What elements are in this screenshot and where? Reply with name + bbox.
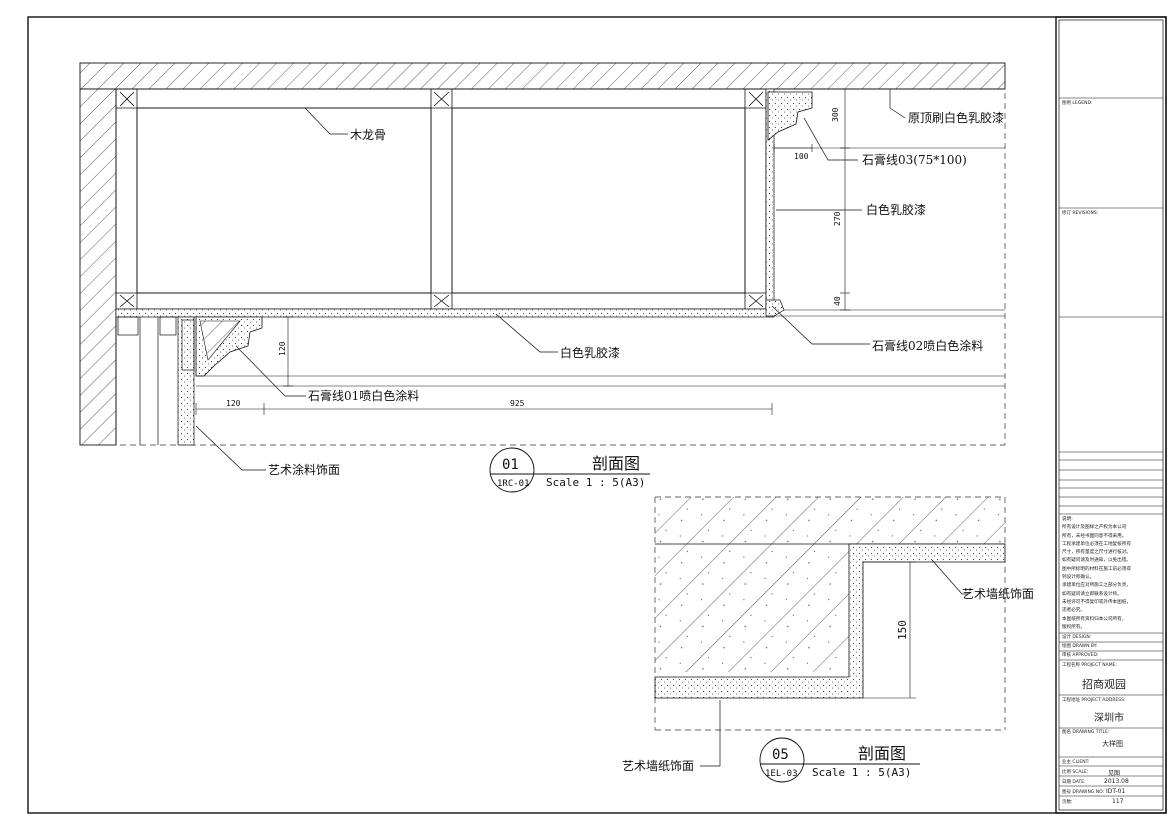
revisions-label: 修订 REVISIONS: bbox=[1062, 211, 1099, 216]
dim-100: 100 bbox=[794, 152, 809, 161]
detail-01-scale: Scale 1 : 5(A3) bbox=[546, 476, 645, 489]
dim-300: 300 bbox=[831, 107, 840, 122]
note-line: 图中所标明的材料在施工前必须得 bbox=[1062, 566, 1131, 572]
label-plaster01: 石膏线01喷白色涂料 bbox=[308, 388, 419, 403]
approved-label: 审核 APPROVED: bbox=[1062, 653, 1099, 658]
label-ceiling-paint: 原顶刷白色乳胶漆 bbox=[908, 110, 1004, 125]
plaster-cornice-03 bbox=[767, 91, 813, 141]
left-wall bbox=[79, 88, 117, 446]
date-label: 日期 DATE: bbox=[1062, 780, 1086, 785]
design-label: 设计 DESIGN: bbox=[1062, 635, 1092, 640]
page-value: 117 bbox=[1112, 798, 1124, 805]
label-plaster02: 石膏线02喷白色涂料 bbox=[872, 338, 983, 353]
wood-keel-frame bbox=[115, 88, 767, 310]
note-line: 违者必究。 bbox=[1062, 608, 1085, 614]
notes-block: 说明: 所有设计及图样之产权为本公司 所有，未经书面同意不得采用。 工程承建单位… bbox=[1062, 516, 1161, 632]
project-name-label: 工程名称 PROJECT NAME: bbox=[1062, 663, 1117, 668]
label-wallpaper-left: 艺术墙纸饰面 bbox=[622, 759, 694, 773]
drawing-no-value: IDT-01 bbox=[1106, 788, 1126, 795]
dim-270: 270 bbox=[833, 211, 842, 226]
dim-925: 925 bbox=[510, 399, 525, 408]
ceiling-board bbox=[115, 308, 775, 318]
client-label: 业主 CLIENT: bbox=[1062, 760, 1090, 765]
detail-01-name: 剖面图 bbox=[592, 454, 640, 473]
note-line: 如有疑问请及时通知，以免出错。 bbox=[1062, 558, 1131, 564]
detail-05-title bbox=[759, 737, 920, 783]
label-wood-keel: 木龙骨 bbox=[350, 128, 386, 142]
label-wallpaper-right: 艺术墙纸饰面 bbox=[962, 587, 1034, 601]
note-line: 尺寸，所有量度之尺寸进行核对。 bbox=[1062, 550, 1131, 556]
label-art-coating: 艺术涂料饰面 bbox=[268, 462, 340, 477]
note-line: 未经许可不得复印或外传本图纸， bbox=[1062, 599, 1131, 605]
drawing-no-label: 图号 DRAWING NO: bbox=[1062, 790, 1105, 795]
detail-01-ref: 1RC-01 bbox=[497, 479, 530, 489]
date-value: 2013.08 bbox=[1104, 778, 1129, 785]
note-line: 本图纸所有资料归本公司所有， bbox=[1062, 616, 1127, 622]
detail-01-number: 01 bbox=[502, 457, 519, 473]
legend-label: 图例 LEGEND: bbox=[1062, 101, 1093, 106]
dim-120-vertical: 120 bbox=[278, 341, 287, 356]
note-line: 如有疑问请立即联系设计师。 bbox=[1062, 591, 1122, 597]
title-block-grid bbox=[1059, 97, 1163, 797]
project-address: 深圳市 bbox=[1094, 713, 1124, 724]
note-line: 承建单位应对所施工之部分负责， bbox=[1062, 583, 1131, 589]
dim-40: 40 bbox=[833, 296, 842, 306]
sheet-border bbox=[27, 16, 1167, 814]
note-line: 所有设计及图样之产权为本公司 bbox=[1062, 525, 1127, 531]
art-coating-wall bbox=[177, 316, 195, 446]
dim-150: 150 bbox=[896, 620, 909, 640]
drawing-title-label: 图名 DRAWING TITLE: bbox=[1062, 730, 1110, 735]
note-line: 版权所有。 bbox=[1062, 624, 1085, 630]
scale-label: 比例 SCALE: bbox=[1062, 770, 1089, 775]
project-address-label: 工程地址 PROJECT ADDRESS: bbox=[1062, 698, 1126, 703]
project-name: 招商观园 bbox=[1082, 678, 1126, 691]
label-white-latex-right: 白色乳胶漆 bbox=[866, 202, 926, 217]
dim-120-horizontal: 120 bbox=[226, 399, 241, 408]
drawing-title: 大样图 bbox=[1102, 740, 1123, 748]
page-label: 页数: bbox=[1062, 800, 1073, 805]
ceiling-slab bbox=[79, 62, 1006, 90]
detail-05-scale: Scale 1 : 5(A3) bbox=[812, 766, 911, 779]
note-line: 到设计师确认。 bbox=[1062, 575, 1095, 581]
note-line: 工程承建单位必须在工地复核所有 bbox=[1062, 541, 1131, 547]
title-block-frame bbox=[1055, 16, 1167, 814]
notes-title: 说明: bbox=[1062, 517, 1073, 522]
detail-05-name: 剖面图 bbox=[858, 744, 906, 763]
detail-01-title bbox=[489, 447, 650, 493]
scale-value: 见图 bbox=[1108, 770, 1121, 777]
drawn-by-label: 绘图 DRAWN BY: bbox=[1062, 644, 1098, 649]
detail-05 bbox=[654, 496, 1006, 767]
detail-05-ref: 1EL-03 bbox=[765, 769, 798, 779]
note-line: 所有，未经书面同意不得采用。 bbox=[1062, 533, 1127, 539]
detail-05-number: 05 bbox=[772, 747, 789, 763]
detail-01 bbox=[79, 62, 1006, 471]
label-plaster03: 石膏线03(75*100) bbox=[862, 152, 967, 167]
label-white-latex-bottom: 白色乳胶漆 bbox=[560, 345, 620, 360]
